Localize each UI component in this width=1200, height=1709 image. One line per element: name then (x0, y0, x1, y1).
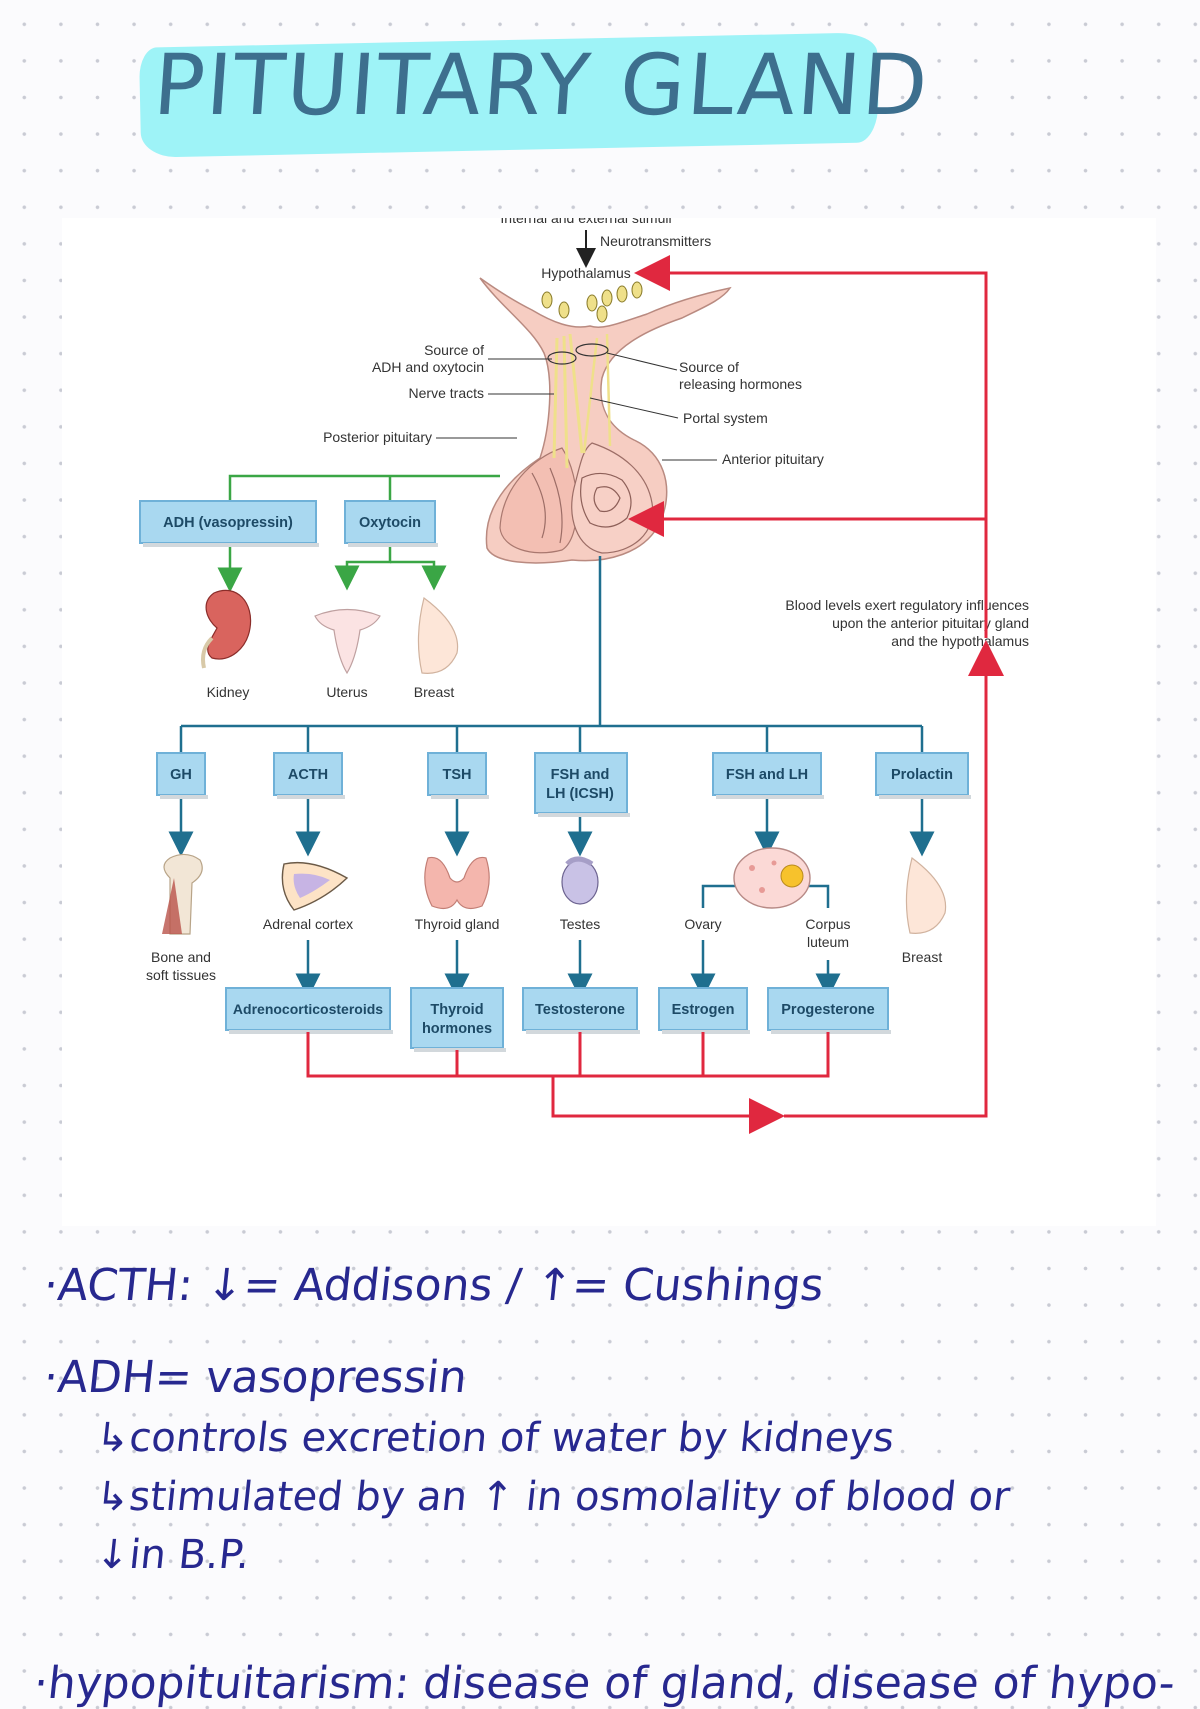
target-bone-label-2: soft tissues (146, 967, 216, 983)
target-breast-label-2: Breast (902, 949, 943, 965)
hormone-box-acth: ACTH (273, 752, 345, 799)
hormone-box-adh: ADH (vasopressin) (139, 500, 319, 547)
hypothalamus-label: Hypothalamus (541, 265, 631, 281)
page-title: PITUITARY GLAND (138, 22, 932, 158)
hormone-label-adrenocorticosteroids: Adrenocorticosteroids (233, 1001, 383, 1017)
gland-labels: Source of ADH and oxytocin Nerve tracts … (323, 342, 824, 467)
hormone-box-oxytocin: Oxytocin (344, 500, 438, 547)
adrenal-illustration (281, 861, 349, 911)
hormone-label-adh: ADH (vasopressin) (163, 515, 293, 531)
feedback-loop (306, 255, 1004, 1134)
posterior-connections (217, 474, 500, 593)
target-kidney-label: Kidney (207, 684, 250, 700)
target-adrenal-label: Adrenal cortex (263, 916, 353, 932)
hormone-label-prolactin: Prolactin (891, 767, 953, 783)
hormone-label-acth: ACTH (288, 767, 328, 783)
blood-levels-label-1: Blood levels exert regulatory influences (785, 597, 1029, 613)
hormone-box-estrogen: Estrogen (658, 987, 750, 1034)
title-text: PITUITARY GLAND (150, 36, 933, 134)
hormone-box-tsh: TSH (427, 752, 489, 799)
source-releasing-label-1: Source of (679, 359, 739, 375)
anterior-connections (168, 556, 935, 999)
bone-illustration (162, 853, 203, 935)
hormone-label-lh-icsh: LH (ICSH) (546, 786, 614, 802)
hormone-label-thyroid-hormones: hormones (422, 1021, 492, 1037)
anterior-pituitary-label: Anterior pituitary (722, 451, 824, 467)
hormone-label-gh: GH (170, 767, 192, 783)
hormone-label-fsh-and: FSH and (551, 767, 610, 783)
target-testes-label: Testes (560, 916, 600, 932)
hormone-box-testosterone: Testosterone (522, 987, 640, 1034)
hormone-label-estrogen: Estrogen (672, 1002, 735, 1018)
note-hypopituitarism: ·hypopituitarism: disease of gland, dise… (31, 1658, 1178, 1709)
breast-illustration-1 (417, 596, 459, 674)
target-bone-label-1: Bone and (151, 949, 211, 965)
posterior-pituitary-label: Posterior pituitary (323, 429, 432, 445)
hormone-label-oxytocin: Oxytocin (359, 515, 421, 531)
target-corpus-label-2: luteum (807, 934, 849, 950)
target-thyroid-label: Thyroid gland (415, 916, 500, 932)
nerve-tracts-label: Nerve tracts (409, 385, 484, 401)
neurotransmitters-label: Neurotransmitters (600, 233, 711, 249)
hormone-label-tsh: TSH (443, 767, 472, 783)
portal-system-label: Portal system (683, 410, 768, 426)
kidney-illustration (201, 589, 252, 669)
pituitary-diagram: Internal and external stimuli Neurotrans… (62, 210, 1156, 1226)
thyroid-illustration (424, 856, 490, 910)
hormone-label-thyroid: Thyroid (430, 1002, 483, 1018)
hormone-box-fsh-lh: FSH and LH (712, 752, 824, 799)
hormone-box-fsh-lh-icsh: FSH and LH (ICSH) (534, 752, 630, 817)
note-acth: ·ACTH: ↓= Addisons / ↑= Cushings (41, 1260, 827, 1311)
hormone-box-prolactin: Prolactin (875, 752, 971, 799)
target-ovary-label: Ovary (684, 916, 721, 932)
target-corpus-label-1: Corpus (805, 916, 850, 932)
note-adh-controls: ↳controls excretion of water by kidneys (93, 1415, 897, 1461)
hormone-label-testosterone: Testosterone (535, 1002, 625, 1018)
stimuli-label: Internal and external stimuli (500, 218, 671, 226)
source-releasing-label-2: releasing hormones (679, 376, 802, 392)
target-uterus-label: Uterus (326, 684, 367, 700)
blood-levels-label-3: and the hypothalamus (891, 633, 1029, 649)
uterus-illustration (314, 608, 381, 675)
note-adh: ·ADH= vasopressin (41, 1352, 470, 1403)
hormone-label-fsh-lh: FSH and LH (726, 767, 808, 783)
note-adh-stimulated: ↳stimulated by an ↑ in osmolality of blo… (93, 1474, 1013, 1520)
hormone-label-progesterone: Progesterone (781, 1002, 874, 1018)
source-adh-label-1: Source of (424, 342, 484, 358)
hormone-box-progesterone: Progesterone (767, 987, 891, 1034)
diagram-svg: Internal and external stimuli Neurotrans… (139, 210, 1029, 1134)
testes-illustration (561, 856, 599, 905)
breast-illustration-2 (905, 856, 947, 934)
blood-levels-label-2: upon the anterior pituitary gland (832, 615, 1029, 631)
target-breast-label-1: Breast (414, 684, 455, 700)
source-adh-label-2: ADH and oxytocin (372, 359, 484, 375)
hormone-box-adrenocorticosteroids: Adrenocorticosteroids (225, 987, 393, 1034)
ovary-illustration (733, 847, 811, 909)
hormone-box-thyroid-hormones: Thyroid hormones (410, 987, 506, 1052)
hormone-box-gh: GH (156, 752, 208, 799)
note-bp: ↓in B.P. (93, 1532, 252, 1578)
